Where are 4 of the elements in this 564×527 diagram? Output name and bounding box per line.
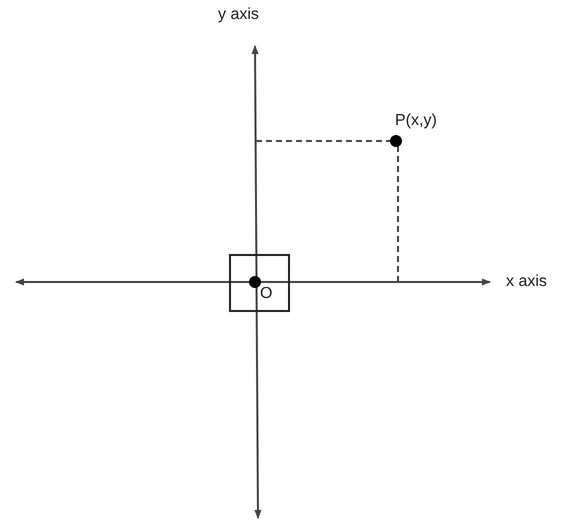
- point-label: O: [260, 285, 272, 303]
- axis-label: y axis: [218, 6, 259, 24]
- axis-label: x axis: [506, 273, 547, 291]
- point-label: P(x,y): [395, 112, 437, 130]
